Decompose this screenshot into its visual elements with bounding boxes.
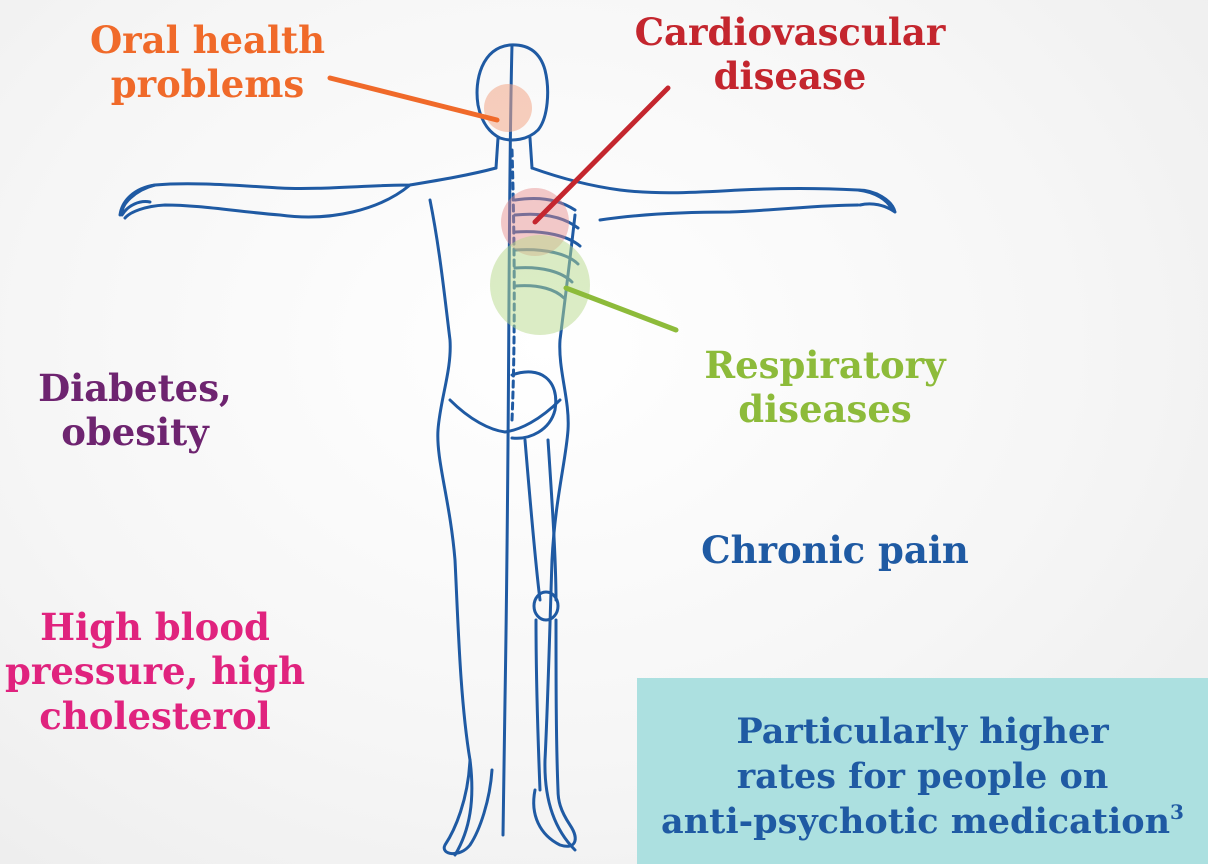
oral-highlight: [484, 84, 532, 132]
chronic-pain-line-1: Chronic pain: [690, 528, 980, 572]
oral-health-line-1: Oral health: [70, 18, 345, 62]
note-line-1: Particularly higher: [637, 710, 1208, 755]
medication-note-box: Particularly higher rates for people on …: [637, 678, 1208, 864]
cardiovascular-label: Cardiovascular disease: [620, 10, 960, 99]
blood-pressure-line-2: pressure, high: [0, 649, 310, 693]
respiratory-line-2: diseases: [690, 387, 960, 431]
medication-note-text: Particularly higher rates for people on …: [637, 710, 1208, 844]
blood-pressure-line-1: High blood: [0, 605, 310, 649]
note-line-3-wrap: anti-psychotic medication3: [637, 800, 1208, 845]
note-line-3: anti-psychotic medication: [661, 801, 1170, 842]
note-line-2: rates for people on: [637, 755, 1208, 800]
blood-pressure-line-3: cholesterol: [0, 694, 310, 738]
diabetes-line-1: Diabetes,: [20, 366, 250, 410]
neck-outline: [496, 138, 532, 168]
respiratory-highlight: [490, 235, 590, 335]
oral-health-label: Oral health problems: [70, 18, 345, 107]
oral-pointer: [330, 78, 497, 120]
blood-pressure-label: High blood pressure, high cholesterol: [0, 605, 310, 738]
right-arm-outline: [532, 168, 892, 220]
oral-health-line-2: problems: [70, 62, 345, 106]
chronic-pain-label: Chronic pain: [690, 528, 980, 572]
respiratory-label: Respiratory diseases: [690, 343, 960, 432]
respiratory-line-1: Respiratory: [690, 343, 960, 387]
diabetes-line-2: obesity: [20, 410, 250, 454]
cardiovascular-line-2: disease: [620, 54, 960, 98]
left-foot: [444, 760, 492, 854]
diabetes-label: Diabetes, obesity: [20, 366, 250, 455]
knee: [534, 592, 558, 620]
footnote-marker: 3: [1170, 800, 1184, 824]
right-hand: [858, 190, 895, 212]
cardiovascular-line-1: Cardiovascular: [620, 10, 960, 54]
cardio-pointer: [535, 88, 668, 222]
left-arm-outline: [120, 168, 496, 218]
torso-left: [430, 200, 472, 855]
center-line: [503, 45, 512, 835]
